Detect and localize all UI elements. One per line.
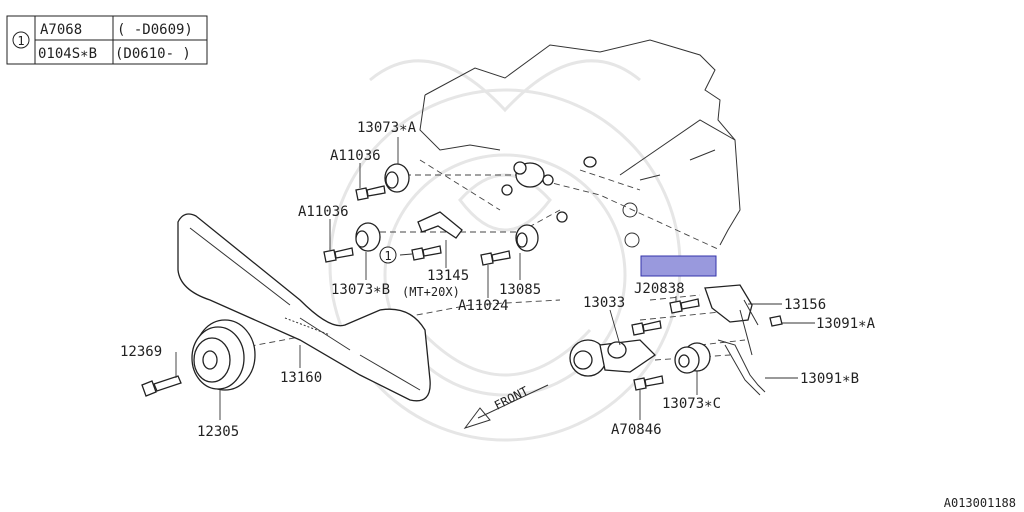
assembly-lines xyxy=(229,159,746,361)
label-13073b: 13073∗B xyxy=(331,282,390,298)
label-13145: 13145 xyxy=(427,268,469,284)
idler-pulley-a xyxy=(384,163,410,193)
label-13091a: 13091∗A xyxy=(816,316,876,332)
label-13156: 13156 xyxy=(784,297,826,313)
label-13073a: 13073∗A xyxy=(357,120,417,136)
label-j20838: J20838 xyxy=(634,281,685,297)
bracket-13145 xyxy=(417,211,463,239)
label-a11024: A11024 xyxy=(458,298,509,314)
label-13073c: 13073∗C xyxy=(662,396,721,412)
idler-pulley-c xyxy=(674,342,711,374)
upper-idler-assembly xyxy=(501,156,597,223)
part-reference-table: 1 A7068 ( -D0609) 0104S∗B (D0610- ) xyxy=(6,15,208,65)
bracket-13091a xyxy=(769,315,783,327)
label-ref1: 1 xyxy=(384,249,391,263)
crankshaft-pulley xyxy=(191,319,256,391)
tensioner-assembly xyxy=(569,339,657,377)
table-row-2-part: 0104S∗B xyxy=(38,46,97,62)
engine-block-outline xyxy=(419,39,741,248)
label-a70846: A70846 xyxy=(611,422,662,438)
idler-pulley-13085 xyxy=(515,224,539,252)
pulley-bolt xyxy=(141,375,182,397)
bolt-a11024 xyxy=(480,250,511,266)
idler-pulley-b xyxy=(355,222,381,252)
bolt-ref1 xyxy=(411,245,442,261)
bolt-a11036-lower xyxy=(323,247,354,263)
label-12369: 12369 xyxy=(120,344,162,360)
table-row-1-part: A7068 xyxy=(40,22,82,38)
figure-id: A013001188 xyxy=(944,496,1016,510)
bolt-13033 xyxy=(631,320,662,336)
front-label: FRONT xyxy=(492,384,531,413)
timing-belt xyxy=(177,213,431,402)
highlighted-part-marker[interactable] xyxy=(640,255,717,277)
table-ref-mark: 1 xyxy=(17,34,24,48)
label-13160: 13160 xyxy=(280,370,322,386)
label-mt-note: (MT+20X) xyxy=(402,285,460,299)
leader-lines xyxy=(175,137,815,420)
bolt-a70846 xyxy=(633,375,664,391)
bolt-a11036-upper xyxy=(355,185,386,201)
table-row-1-range: ( -D0609) xyxy=(117,22,193,38)
label-13033: 13033 xyxy=(583,295,625,311)
bracket-13091b xyxy=(717,339,766,396)
label-a11036-upper: A11036 xyxy=(330,148,381,164)
label-13085: 13085 xyxy=(499,282,541,298)
cover-13156 xyxy=(704,284,759,356)
label-12305: 12305 xyxy=(197,424,239,440)
label-13091b: 13091∗B xyxy=(800,371,859,387)
bolt-j20838 xyxy=(669,298,700,314)
part-labels: 13073∗A A11036 A11036 1 13145 (MT+20X) 1… xyxy=(120,120,876,440)
label-a11036-lower: A11036 xyxy=(298,204,349,220)
table-row-2-range: (D0610- ) xyxy=(115,46,191,62)
